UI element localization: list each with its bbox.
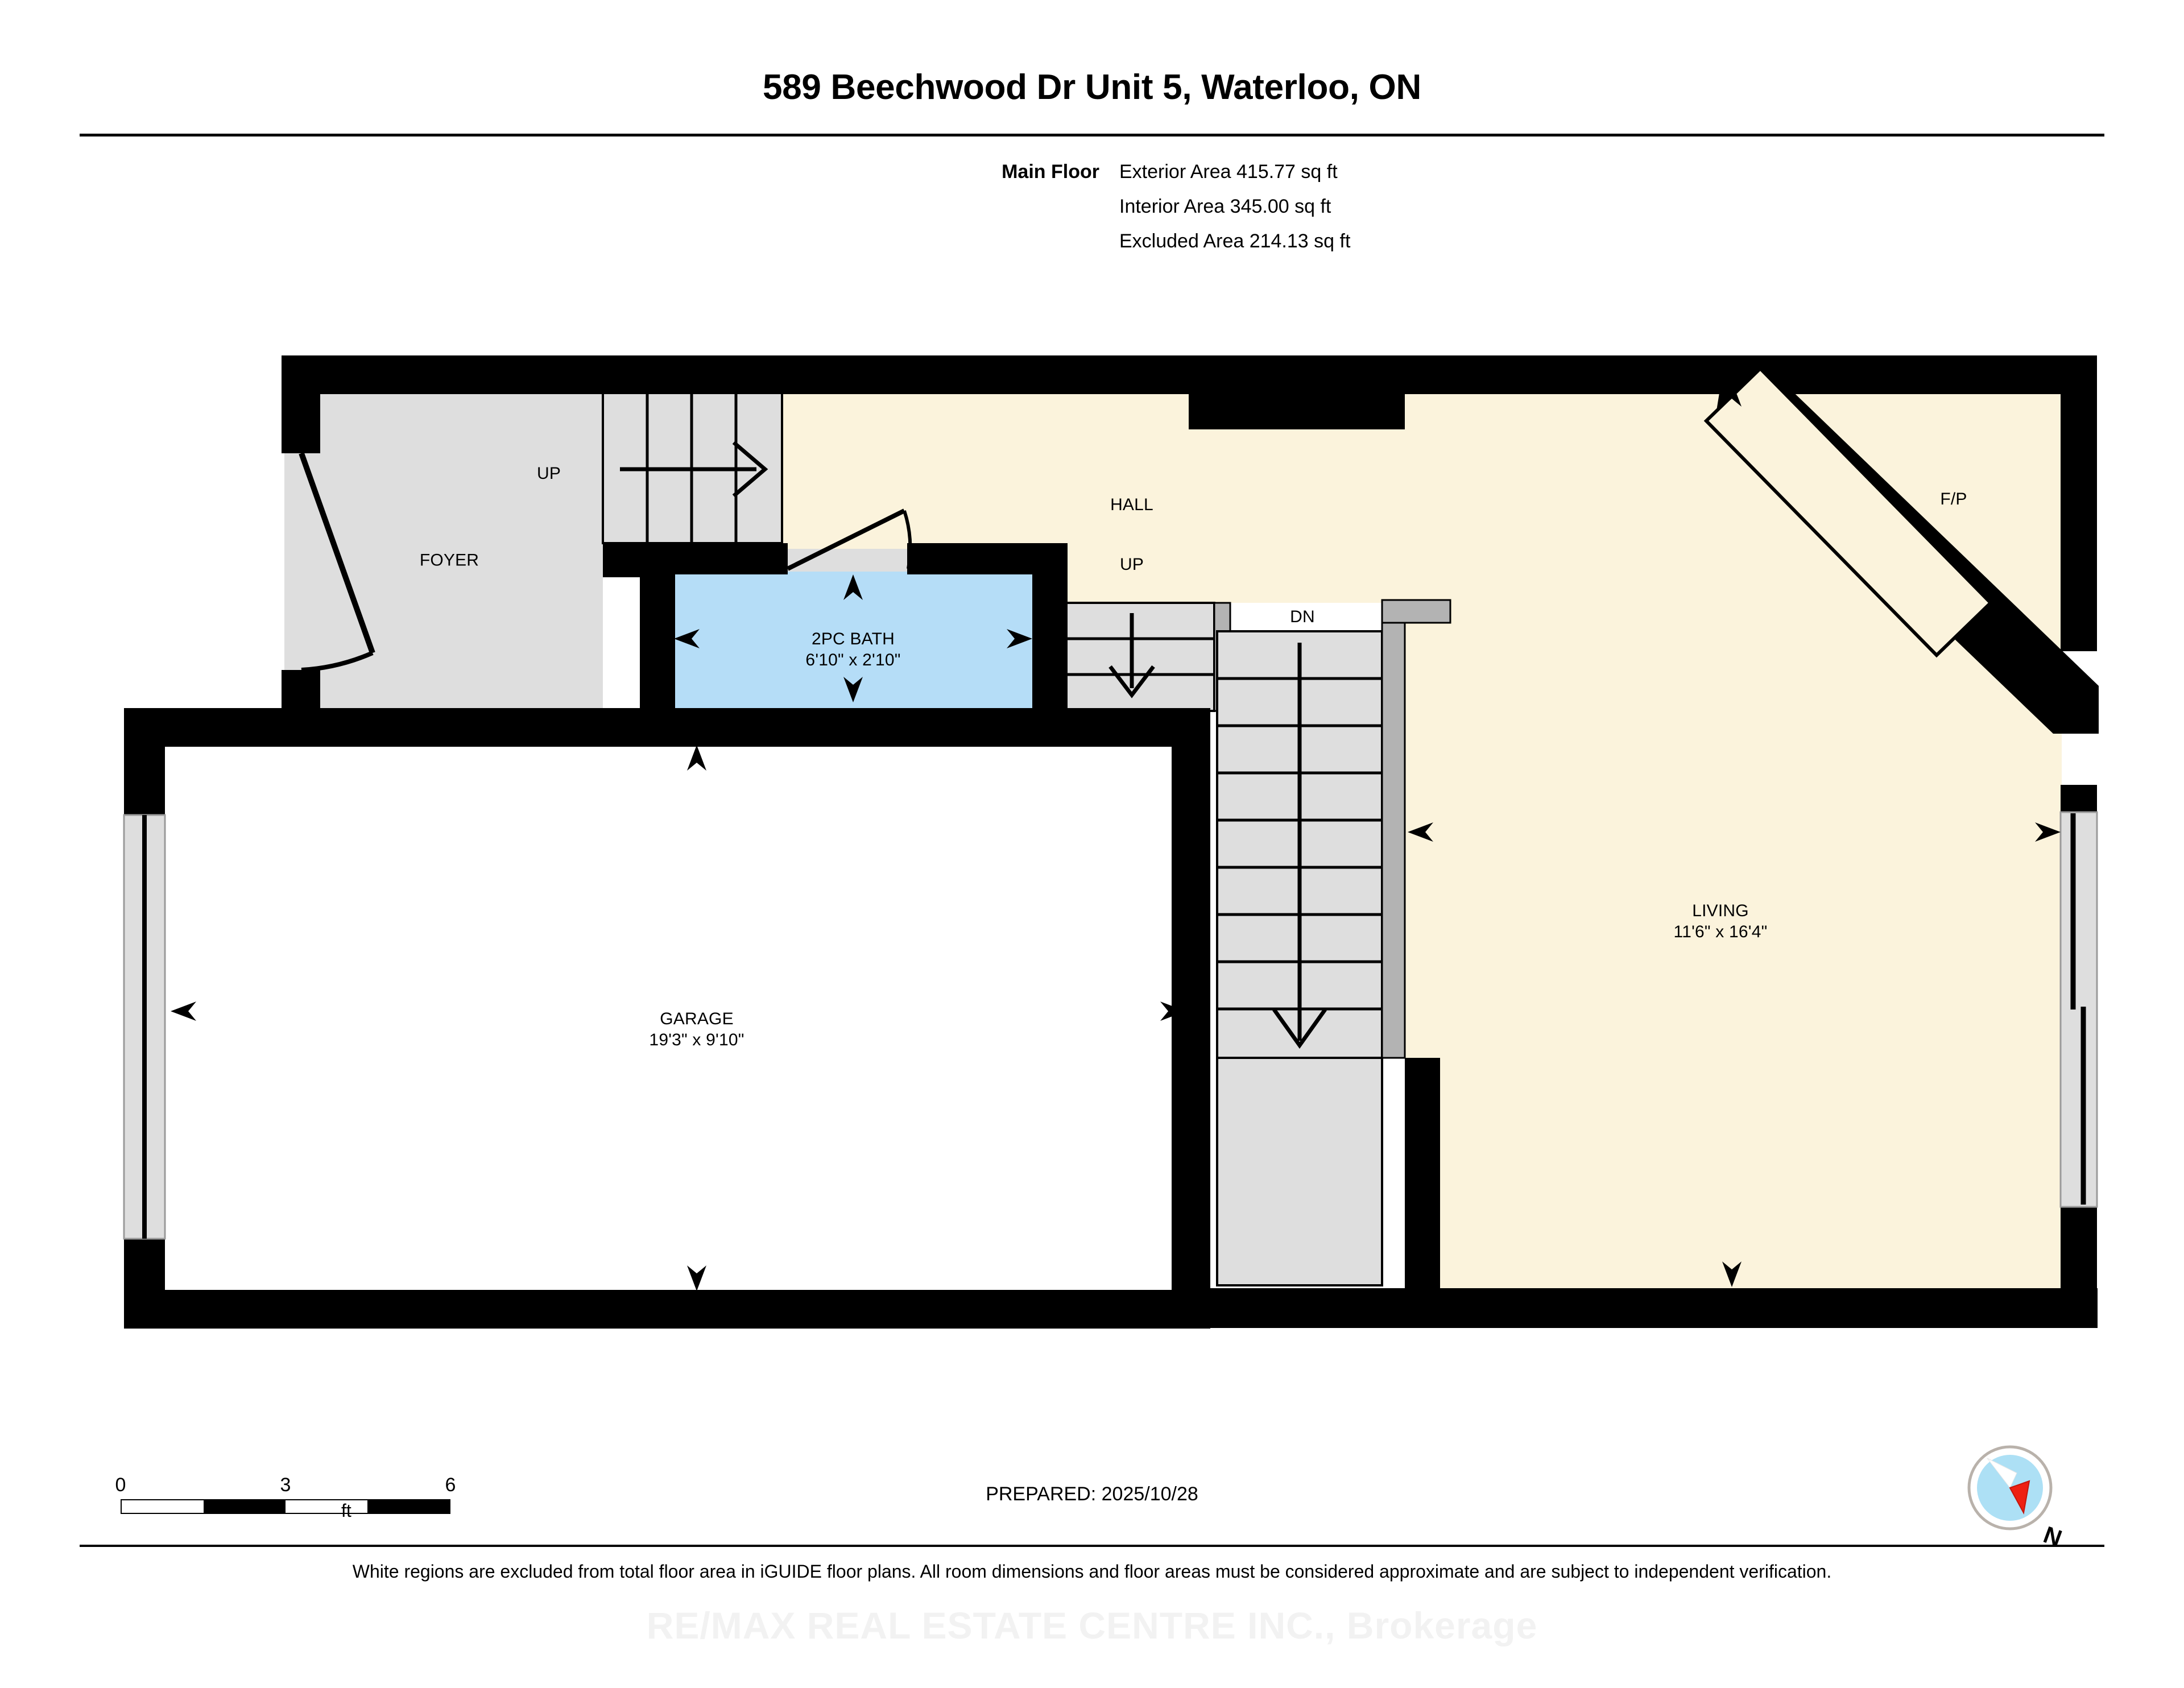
scale-seg-2 [204,1500,286,1513]
stairs-up-tag-foyer: UP [536,464,561,483]
scale-tick-2: 6 [445,1474,456,1496]
area-summary: Main Floor Exterior Area 415.77 sq ft In… [977,155,1350,259]
main-down-stairs [1216,599,1451,1286]
stairs-down-tag: DN [1290,607,1315,626]
compass-north-label: N [2040,1521,2063,1546]
entry-door-icon [299,452,375,672]
hall-short-stairs [1048,602,1231,712]
room-label-bath: 2PC BATH 6'10" x 2'10" [805,630,901,669]
fireplace-icon [1703,366,1993,658]
compass-rose-icon: N [1967,1445,2063,1546]
scale-tick-1: 3 [280,1474,291,1496]
exterior-area-label: Exterior Area 415.77 sq ft [1119,161,1338,183]
dimension-arrows [171,381,2061,1291]
page-title: 589 Beechwood Dr Unit 5, Waterloo, ON [763,68,1421,107]
disclaimer-text: White regions are excluded from total fl… [352,1561,1832,1582]
prepared-date: PREPARED: 2025/10/28 [986,1483,1198,1505]
garage-door-icon [123,814,166,1240]
living-slider-door-icon [2059,811,2098,1208]
scale-seg-4 [367,1500,449,1513]
scale-bar: 0 3 6 [115,1474,456,1514]
fireplace-tag: F/P [1940,490,1967,508]
room-label-living: LIVING 11'6" x 16'4" [1673,901,1768,941]
scale-unit-label: ft [341,1500,351,1521]
scale-tick-0: 0 [115,1474,126,1496]
bath-door-icon [787,508,912,571]
scale-seg-1 [122,1500,204,1513]
title-divider [80,134,2104,136]
room-label-hall: HALL [1110,495,1153,514]
foyer-up-stairs [602,391,783,544]
brokerage-watermark: RE/MAX REAL ESTATE CENTRE INC., Brokerag… [646,1604,1538,1646]
scale-tick-labels: 0 3 6 [115,1474,456,1499]
scale-seg-3 [286,1500,367,1513]
excluded-area-label: Excluded Area 214.13 sq ft [1119,230,1351,252]
interior-area-fill [771,364,2062,1308]
room-label-garage: GARAGE 19'3" x 9'10" [649,1010,744,1049]
interior-area-label: Interior Area 345.00 sq ft [1119,196,1331,217]
room-label-foyer: FOYER [419,551,479,570]
floor-name-label: Main Floor [1002,161,1099,183]
stairs-up-tag-hall: UP [1119,555,1144,574]
scale-bar-graphic [121,1499,450,1514]
footer-divider [80,1545,2104,1547]
